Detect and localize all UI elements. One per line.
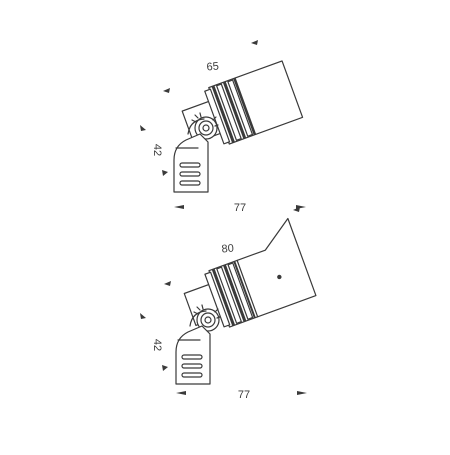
dimension-width-label: 77	[238, 389, 250, 401]
dimension-length-label: 65	[206, 61, 219, 74]
dimension-height-label: 42	[151, 144, 163, 156]
dimension-width-label: 77	[234, 202, 246, 214]
pivot-joint	[189, 304, 221, 332]
spotlight-cylinder-drawing	[173, 60, 304, 193]
dimension-length-label: 80	[221, 243, 234, 256]
pivot-joint	[187, 112, 219, 140]
dimension-markers-bottom	[140, 207, 307, 395]
spotlight-angled-drawing	[175, 217, 317, 385]
dimension-height-label: 42	[151, 339, 163, 351]
